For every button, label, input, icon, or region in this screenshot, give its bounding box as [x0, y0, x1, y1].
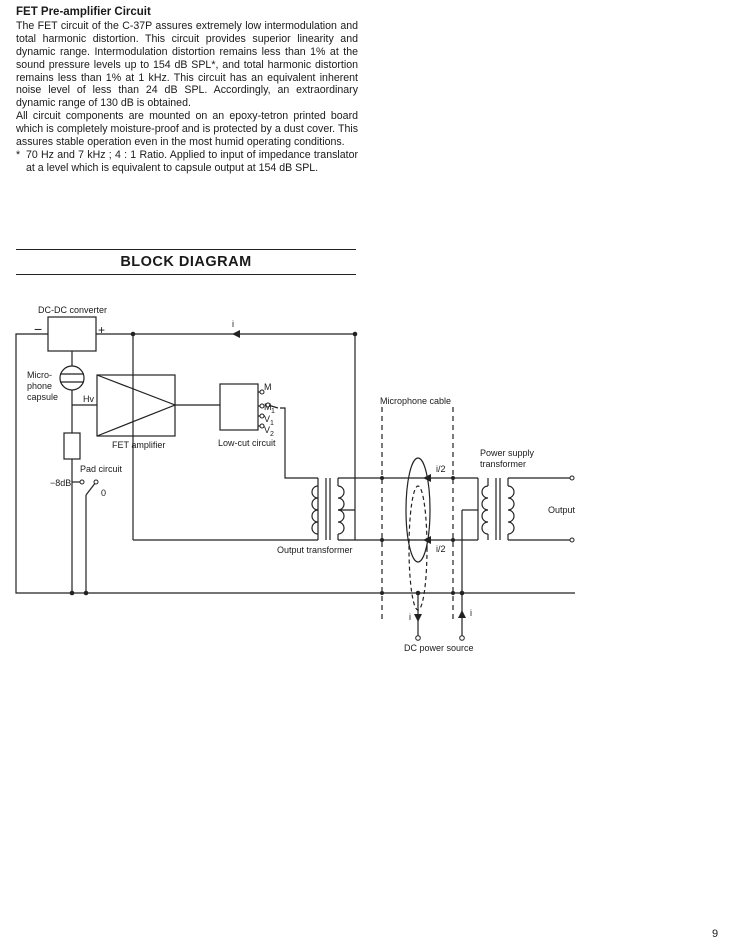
microphone-cable-label: Microphone cable: [380, 396, 451, 406]
switch-v2-sub: 2: [270, 431, 274, 438]
current-half-top-label: i/2: [436, 464, 446, 474]
current-up-label: i: [470, 608, 472, 618]
title-rule-bottom: [16, 274, 356, 275]
capsule-label-2: phone: [27, 381, 52, 391]
paragraph-distortion: The FET circuit of the C-37P assures ext…: [16, 19, 358, 110]
switch-v1-sub: 1: [270, 420, 274, 427]
ground-rail: [15, 333, 575, 594]
switch-m: M: [264, 382, 272, 392]
power-supply-transformer-label-2: transformer: [480, 459, 526, 469]
switch-v2: V: [264, 425, 270, 435]
pad-resistor: [63, 432, 81, 460]
dcdc-converter-label: DC-DC converter: [38, 305, 107, 315]
output-label: Output: [548, 505, 576, 515]
switch-v1: V: [264, 414, 270, 424]
current-half-bottom-label: i/2: [436, 544, 446, 554]
current-arrow-top: [232, 330, 240, 338]
microphone-capsule-symbol: [59, 365, 85, 391]
current-arrow-half-bottom: [423, 536, 431, 544]
footnote: * 70 Hz and 7 kHz ; 4 : 1 Ratio. Applied…: [16, 149, 358, 175]
power-supply-transformer-label-1: Power supply: [480, 448, 535, 458]
dc-power-source-label: DC power source: [404, 643, 474, 653]
current-arrow-up: [458, 610, 466, 618]
pad-circuit-label: Pad circuit: [80, 464, 123, 474]
switch-m1-sub: 1: [271, 408, 275, 415]
pad-switch: [85, 481, 97, 496]
footnote-mark: *: [16, 148, 21, 161]
current-top-label: i: [232, 319, 234, 329]
current-arrow-half-top: [423, 474, 431, 482]
section-heading: FET Pre-amplifier Circuit: [16, 6, 151, 18]
hv-label: Hv: [83, 394, 94, 404]
capsule-label-1: Micro-: [27, 370, 52, 380]
fet-amplifier-box: [96, 374, 176, 437]
footnote-text: 70 Hz and 7 kHz ; 4 : 1 Ratio. Applied t…: [26, 148, 358, 174]
capsule-label-3: capsule: [27, 392, 58, 402]
title-rule-top: [16, 249, 356, 250]
current-arrow-down: [414, 614, 422, 622]
dcdc-converter-box: [47, 316, 97, 352]
low-cut-circuit-label: Low-cut circuit: [218, 438, 276, 448]
page-number: 9: [712, 928, 719, 940]
cable-shield-ellipse: [405, 457, 431, 563]
current-down-label: i: [409, 612, 411, 622]
low-cut-circuit-box: [219, 383, 259, 431]
pad-8db-label: −8dB: [50, 478, 71, 488]
fet-preamp-section: FET Pre-amplifier Circuit The FET circui…: [16, 6, 358, 175]
switch-m1: M: [264, 402, 272, 412]
block-diagram-title: BLOCK DIAGRAM: [120, 254, 252, 270]
pad-0-label: 0: [101, 488, 106, 498]
minus-terminal: −: [34, 321, 42, 337]
paragraph-components: All circuit components are mounted on an…: [16, 110, 358, 149]
fet-amplifier-label: FET amplifier: [112, 440, 165, 450]
plus-terminal: +: [98, 323, 105, 337]
output-transformer-label: Output transformer: [277, 545, 353, 555]
